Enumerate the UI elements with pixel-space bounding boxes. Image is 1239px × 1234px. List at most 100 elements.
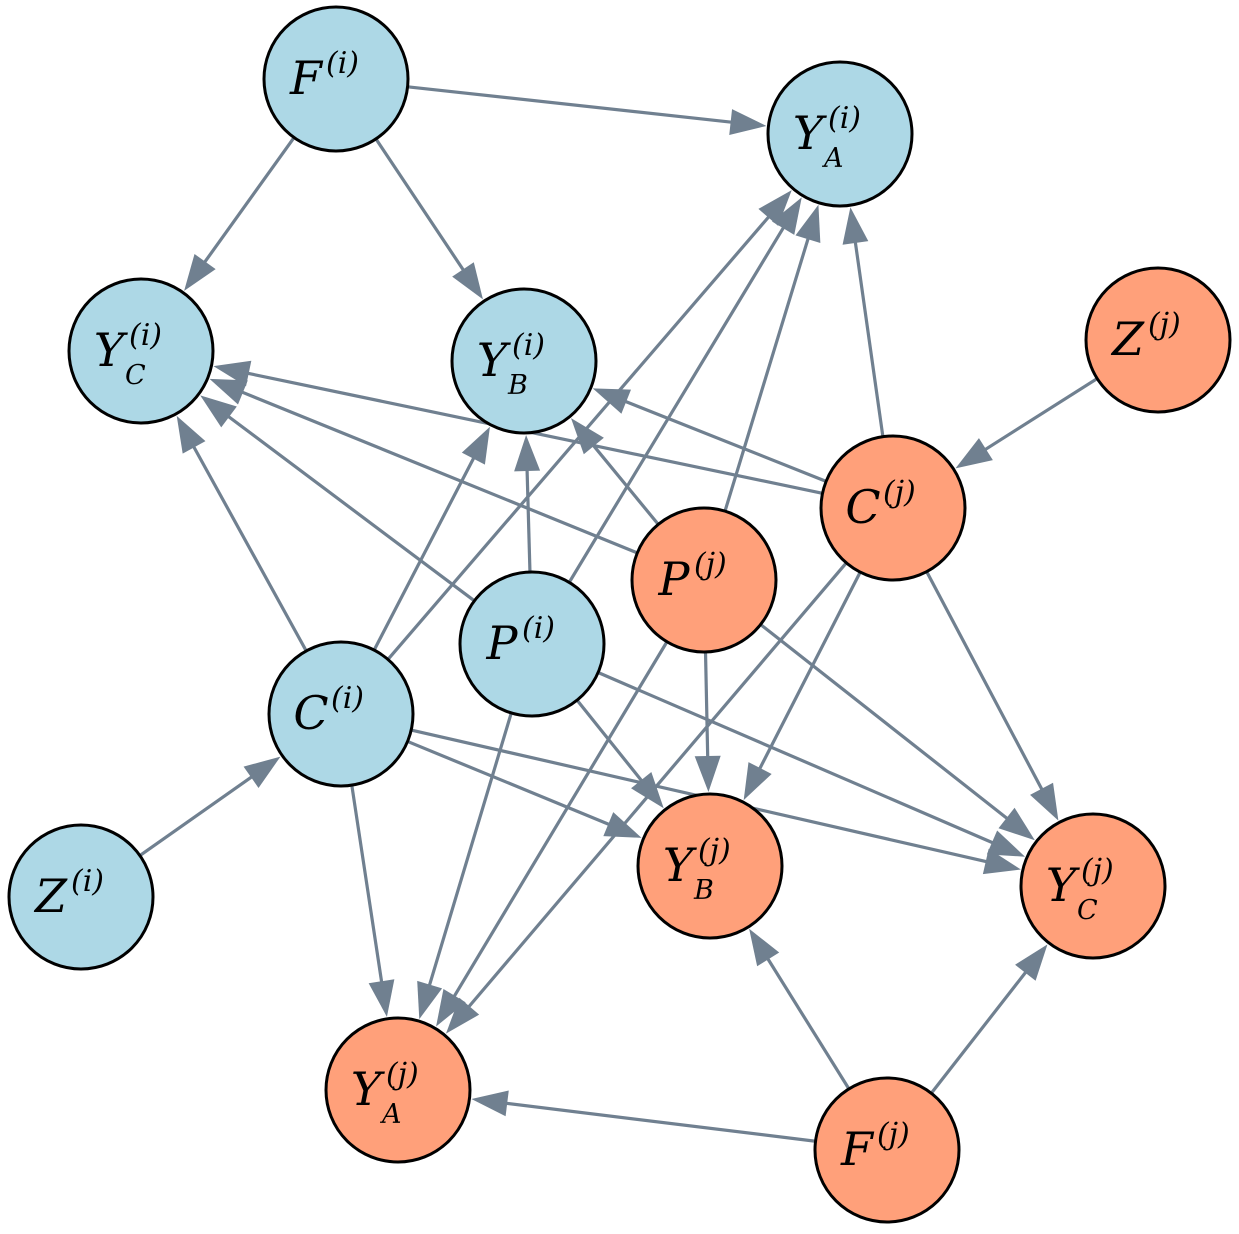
edge-Pi-to-YAi (567, 197, 802, 584)
edge-Cj-to-YCj (925, 570, 1059, 821)
edge-line (350, 784, 384, 984)
node-circle (630, 506, 778, 654)
arrowhead (592, 388, 632, 414)
edge-line (623, 399, 827, 483)
arrowhead (729, 109, 767, 135)
node-label-main: Y (1046, 858, 1081, 912)
node-label-superscript: (i) (331, 681, 364, 716)
node-circle (1019, 812, 1167, 960)
node-circle (813, 1076, 961, 1224)
node-circle (458, 570, 606, 718)
edge-Ci-to-YBi (372, 426, 490, 651)
node-YBj: Y(j) B (636, 792, 784, 940)
edge-Cj-to-YBj (743, 571, 862, 801)
edge-line (983, 377, 1099, 452)
arrowhead (452, 262, 483, 300)
arrowhead (200, 395, 237, 428)
edge-Pj-to-YBj (694, 651, 721, 793)
edge-Pi-to-YBi (514, 434, 541, 573)
edge-line (567, 225, 786, 584)
edge-Cj-to-YBi (592, 388, 827, 483)
node-Pi: P(i) (458, 570, 606, 718)
edge-line (723, 236, 811, 512)
node-circle (7, 823, 155, 971)
node-label-main: Z (33, 869, 68, 923)
edge-Pj-to-YAi (723, 204, 821, 512)
arrowhead (209, 378, 248, 405)
edge-line (591, 443, 660, 526)
edge-line (226, 414, 476, 603)
edge-Fi-to-YBi (374, 138, 483, 300)
arrowhead (1015, 944, 1048, 981)
node-label-superscript: (j) (877, 1117, 910, 1152)
node-label-main: F (840, 1122, 875, 1176)
edge-Pj-to-YAj (436, 640, 669, 1027)
node-Zi: Z(i) (7, 823, 155, 971)
edge-Pi-to-YAj (417, 712, 513, 1020)
edge-Pj-to-YBi (570, 418, 660, 526)
node-YAj: Y(j)A (324, 1016, 472, 1164)
edge-line (703, 651, 710, 759)
edge-line (452, 640, 669, 999)
node-circle (67, 277, 215, 425)
node-label-superscript: (i) (129, 318, 162, 353)
edge-line (505, 1101, 816, 1143)
edge-Pj-to-YCj (759, 623, 1035, 841)
arrowhead (514, 434, 541, 472)
edge-line (597, 671, 995, 845)
node-label-superscript: (j) (698, 833, 731, 868)
node-label-subscript: B (693, 875, 714, 906)
edge-Fj-to-YAj (471, 1090, 816, 1143)
edge-Cj-to-YAj (445, 561, 848, 1034)
node-Zj: Z(j) (1084, 266, 1232, 414)
node-label-superscript: (i) (828, 101, 861, 136)
node-label-superscript: (j) (883, 475, 916, 510)
node-label-superscript: (j) (694, 547, 727, 582)
edge-line (191, 444, 308, 652)
edge-Zi-to-Ci (138, 756, 281, 857)
arrowhead (982, 848, 1021, 875)
arrowhead (955, 438, 993, 469)
arrowhead (243, 756, 281, 788)
node-YAi: Y(i)A (766, 60, 914, 208)
node-YBi: Y(i)B (450, 287, 598, 435)
node-Ci: C(i) (267, 640, 415, 788)
edge-line (853, 240, 885, 437)
edge-Ci-to-YCi (176, 415, 308, 652)
node-label-main: C (293, 686, 328, 740)
edge-line (575, 699, 644, 783)
edges-layer (138, 85, 1099, 1143)
edge-line (925, 570, 1044, 792)
edge-Pj-to-YCi (209, 378, 638, 555)
node-Fj: F(j) (813, 1076, 961, 1224)
node-circle (450, 287, 598, 435)
node-label-subscript: B (507, 370, 528, 401)
node-Pj: P(j) (630, 506, 778, 654)
edge-Fi-to-YAi (407, 85, 767, 135)
edge-line (765, 956, 851, 1090)
arrowhead (694, 755, 721, 793)
node-circle (267, 640, 415, 788)
node-circle (636, 792, 784, 940)
arrowhead (436, 988, 466, 1027)
node-circle (1084, 266, 1232, 414)
node-label-main: C (845, 480, 880, 534)
node-label-superscript: (i) (512, 328, 545, 363)
node-label-subscript: C (125, 360, 146, 391)
node-label-superscript: (j) (1081, 853, 1114, 888)
arrowhead (176, 415, 206, 454)
edge-line (466, 561, 848, 1009)
node-YCj: Y(j)C (1019, 812, 1167, 960)
node-label-main: Y (663, 838, 698, 892)
arrowhead (213, 360, 252, 387)
edge-line (525, 468, 532, 573)
edge-Fi-to-YCi (184, 136, 296, 291)
arrowhead (184, 254, 216, 291)
node-label-main: F (289, 51, 324, 105)
edge-line (407, 85, 733, 124)
edge-line (757, 571, 862, 771)
edge-Zj-to-Cj (955, 377, 1099, 469)
node-label-superscript: (i) (326, 46, 359, 81)
